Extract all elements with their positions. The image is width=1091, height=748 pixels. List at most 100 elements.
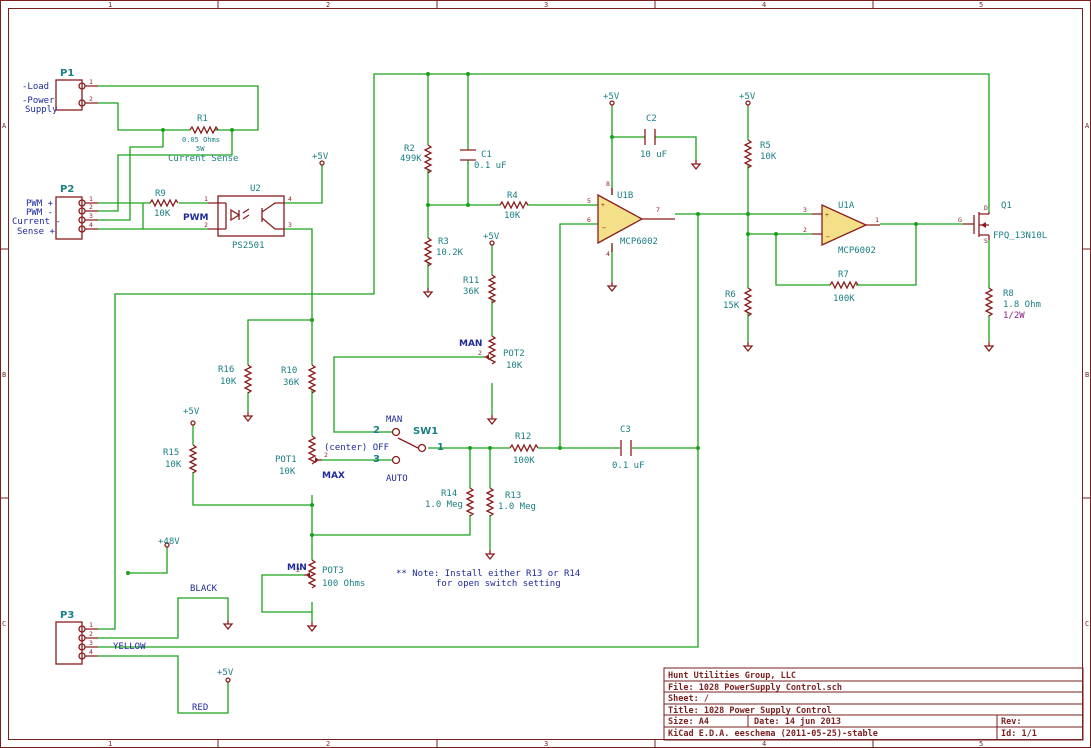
title-rev: Rev:	[1001, 717, 1021, 727]
opamp-u1a[interactable]: +− 321 U1A MCP6002	[803, 201, 880, 256]
svg-text:D: D	[984, 204, 988, 212]
u1a-ref: U1A	[838, 201, 855, 211]
r9-value: 10K	[154, 209, 171, 219]
optocoupler-u2[interactable]: 12 43 U2 PS2501 PWM	[183, 184, 292, 251]
u1a-value: MCP6002	[838, 246, 876, 256]
title-file: File: 1028 PowerSupply Control.sch	[668, 682, 842, 693]
p2-ref: P2	[60, 184, 74, 195]
svg-text:1: 1	[89, 78, 93, 86]
row-label-a-right: A	[1085, 122, 1090, 130]
potentiometer-pot3[interactable]: 2 POT3 100 Ohms MIN	[287, 559, 365, 589]
power-5v-label: +5V	[603, 92, 620, 102]
p1-label-supply: Supply	[25, 105, 58, 115]
svg-text:4: 4	[89, 648, 93, 656]
svg-text:2: 2	[324, 451, 328, 459]
resistor-r11[interactable]: R11 36K	[463, 274, 496, 304]
r13-ref: R13	[505, 491, 521, 501]
r1-ref: R1	[197, 114, 208, 124]
potentiometer-pot2[interactable]: 2 POT2 10K MAN	[459, 335, 525, 371]
mosfet-q1[interactable]: GDS Q1 FPQ_13N10L	[958, 201, 1047, 245]
p3-label-yellow: YELLOW	[113, 642, 146, 652]
p3-label-black: BLACK	[190, 584, 218, 594]
resistor-r1[interactable]: R1 0.05 Ohms 5W Current Sense	[168, 114, 238, 164]
resistor-r15[interactable]: R15 10K	[163, 444, 197, 474]
svg-text:5: 5	[587, 197, 591, 205]
svg-text:2: 2	[803, 226, 807, 234]
resistor-r6[interactable]: R6 15K	[723, 287, 752, 317]
svg-text:4: 4	[288, 195, 292, 203]
capacitor-c2[interactable]: C2 10 uF	[640, 114, 667, 160]
capacitor-c3[interactable]: C3 0.1 uF	[612, 425, 645, 471]
c1-ref: C1	[481, 150, 492, 160]
r8-ref: R8	[1003, 289, 1014, 299]
potentiometer-pot1[interactable]: 2 POT1 10K MAX	[275, 435, 345, 481]
title-company: Hunt Utilities Group, LLC	[668, 670, 796, 681]
svg-text:3: 3	[803, 206, 807, 214]
svg-text:+: +	[825, 211, 829, 219]
sw1-pin-1: 1	[437, 442, 444, 453]
p1-ref: P1	[60, 68, 74, 79]
svg-text:S: S	[984, 237, 988, 245]
connector-p1[interactable]: 12 P1 -Load -Power Supply	[22, 68, 98, 115]
r10-ref: R10	[281, 366, 297, 376]
title-title: Title: 1028 Power Supply Control	[668, 705, 832, 716]
opamp-u1b[interactable]: +− 56 784 U1B MCP6002	[587, 180, 675, 258]
capacitor-c1[interactable]: C1 0.1 uF	[460, 149, 507, 171]
r8-value: 1.8 Ohm	[1003, 300, 1041, 310]
resistor-r3[interactable]: R3 10.2K	[424, 237, 464, 267]
q1-value: FPQ_13N10L	[993, 231, 1047, 241]
power-5v-label: +5V	[183, 407, 200, 417]
r14-ref: R14	[441, 489, 457, 499]
svg-text:−: −	[602, 224, 606, 232]
resistor-r7[interactable]: R7 100K	[829, 270, 859, 304]
svg-text:6: 6	[587, 216, 591, 224]
r14-value: 1.0 Meg	[425, 500, 463, 510]
r13-value: 1.0 Meg	[498, 502, 536, 512]
p3-label-red: RED	[192, 703, 208, 713]
title-date: Date: 14 jun 2013	[754, 716, 841, 727]
switch-sw1[interactable]: 2 3 1 SW1 MAN (center) OFF AUTO	[324, 415, 444, 484]
power-symbols: +5V +5V +5V +5V +5V +48V +5V	[158, 92, 756, 683]
col-label-2-bottom: 2	[326, 740, 330, 748]
p3-ref: P3	[60, 610, 74, 621]
col-label-1: 1	[108, 1, 112, 9]
r5-ref: R5	[760, 141, 771, 151]
resistor-r16[interactable]: R16 10K	[218, 364, 252, 394]
resistor-r8[interactable]: R8 1.8 Ohm 1/2W	[985, 287, 1041, 321]
resistor-r2[interactable]: R2 499K	[400, 144, 432, 174]
resistor-r5[interactable]: R5 10K	[744, 139, 777, 169]
r15-ref: R15	[163, 448, 179, 458]
r3-value: 10.2K	[436, 248, 464, 258]
connector-p3[interactable]: 12 34 P3 BLACK YELLOW RED	[55, 584, 218, 713]
pot3-ref: POT3	[322, 566, 344, 576]
svg-text:2: 2	[296, 566, 300, 574]
p2-label-pwm-plus: PWM +	[26, 199, 54, 209]
p2-label-current: Current -	[12, 217, 61, 227]
r9-ref: R9	[155, 189, 166, 199]
svg-text:3: 3	[89, 639, 93, 647]
q1-ref: Q1	[1001, 201, 1012, 211]
svg-text:+: +	[601, 201, 605, 209]
resistor-r4[interactable]: R4 10K	[499, 191, 529, 221]
power-5v-r5: +5V	[739, 92, 756, 106]
r11-ref: R11	[463, 276, 479, 286]
connector-p2[interactable]: 12 34 P2 PWM + PWM - Current - Sense +	[12, 184, 98, 240]
power-48v: +48V	[158, 537, 180, 548]
r3-ref: R3	[438, 237, 449, 247]
r1-note: Current Sense	[168, 154, 238, 164]
p1-label-load: -Load	[22, 82, 49, 92]
note-line-1: ** Note: Install either R13 or R14	[396, 569, 580, 579]
r16-value: 10K	[220, 377, 237, 387]
power-5v-u1b: +5V	[603, 92, 620, 106]
resistor-r14[interactable]: R14 1.0 Meg	[425, 487, 474, 517]
svg-text:8: 8	[606, 180, 610, 188]
resistor-r9[interactable]: R9 10K	[149, 189, 179, 219]
sw1-ref: SW1	[413, 426, 438, 437]
resistor-r12[interactable]: R12 100K	[509, 432, 539, 466]
svg-text:4: 4	[89, 221, 93, 229]
resistor-r10[interactable]: R10 36K	[281, 364, 316, 394]
c1-value: 0.1 uF	[474, 161, 507, 171]
resistor-r13[interactable]: R13 1.0 Meg	[486, 487, 536, 517]
col-label-5: 5	[979, 1, 983, 9]
